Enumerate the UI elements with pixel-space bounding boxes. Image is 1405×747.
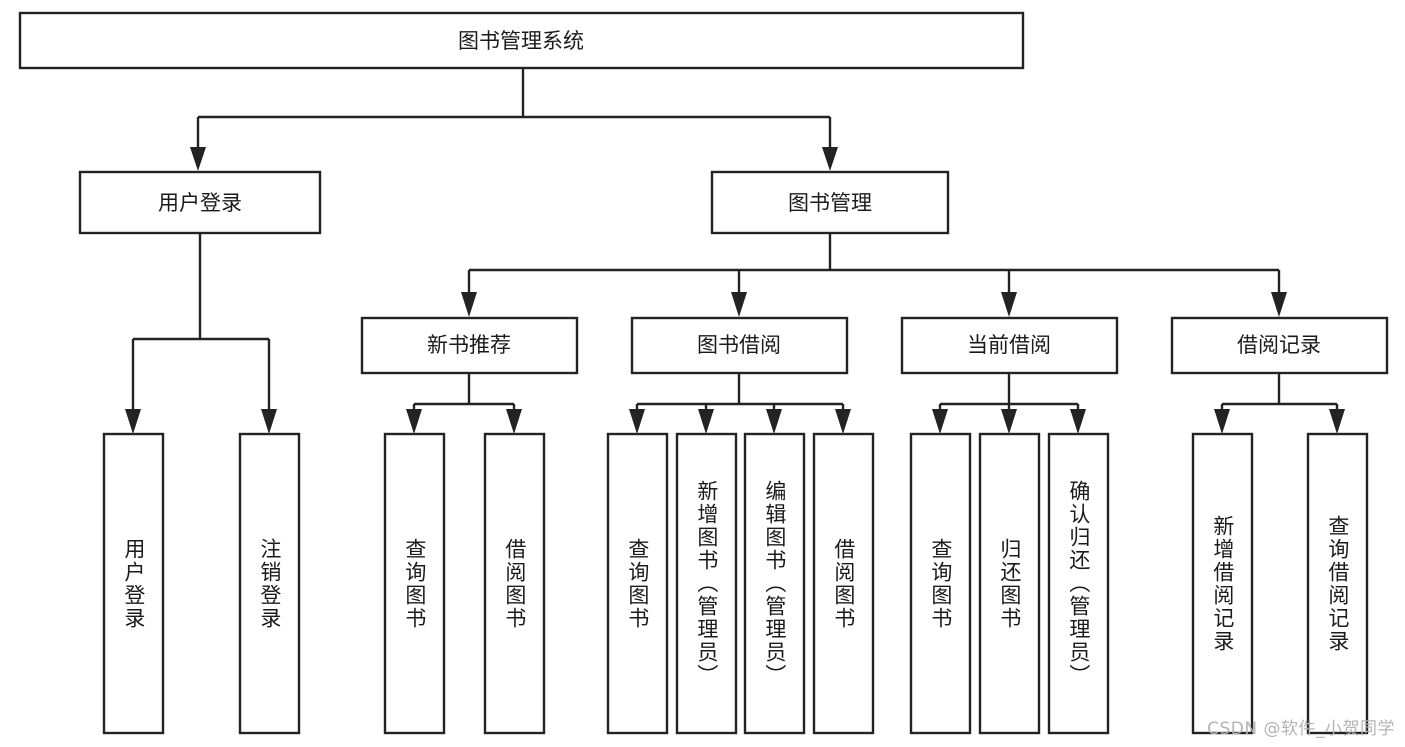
leaf-box-return-book[interactable] [978, 432, 1041, 735]
arrowhead-current-3 [1070, 409, 1086, 434]
node-borrow-record-label: 借阅记录 [1237, 333, 1321, 357]
leaf-box-query-book-2[interactable] [606, 432, 669, 735]
arrowhead-record-1 [1214, 409, 1230, 434]
arrowhead-borrow-4 [835, 409, 851, 434]
arrowhead-recommend-2 [506, 409, 522, 434]
leaf-box-add-book[interactable] [675, 432, 738, 735]
node-current-borrow-label: 当前借阅 [967, 333, 1051, 357]
arrowhead-current-2 [1001, 409, 1017, 434]
arrowhead-userlogin-1 [125, 409, 141, 434]
leaf-box-query-record[interactable] [1306, 432, 1369, 735]
arrowhead-userlogin-2 [261, 409, 277, 434]
arrowhead-level2-2 [822, 147, 838, 171]
node-user-login-label: 用户登录 [158, 191, 242, 215]
node-book-borrow-label: 图书借阅 [697, 333, 781, 357]
watermark-text: CSDN @软件_小贺同学 [1207, 719, 1395, 739]
node-root-box[interactable] [18, 11, 1025, 70]
leaf-box-user-login[interactable] [102, 432, 165, 735]
node-new-book-recommend-box[interactable] [360, 316, 579, 375]
node-book-manage-box[interactable] [710, 170, 950, 235]
arrowhead-level2-1 [190, 147, 206, 171]
leaf-box-add-record[interactable] [1191, 432, 1254, 735]
arrowhead-borrow-2 [698, 409, 714, 434]
leaf-box-borrow-book-2[interactable] [812, 432, 875, 735]
arrowhead-level3-4 [1271, 292, 1287, 317]
arrowhead-borrow-1 [629, 409, 645, 434]
arrowhead-current-1 [932, 409, 948, 434]
leaf-box-borrow-book-1[interactable] [483, 432, 546, 735]
arrowhead-level3-1 [461, 292, 477, 317]
arrowhead-level3-3 [1001, 292, 1017, 317]
leaf-box-query-book-1[interactable] [383, 432, 446, 735]
leaf-box-edit-book[interactable] [743, 432, 806, 735]
arrowhead-recommend-1 [406, 409, 422, 434]
node-borrow-record-box[interactable] [1170, 316, 1389, 375]
node-root-label: 图书管理系统 [458, 29, 584, 53]
leaf-box-logout[interactable] [238, 432, 301, 735]
leaf-box-query-book-3[interactable] [909, 432, 972, 735]
leaf-box-confirm-return[interactable] [1047, 432, 1110, 735]
arrowhead-borrow-3 [766, 409, 782, 434]
node-current-borrow-box[interactable] [900, 316, 1119, 375]
node-new-book-recommend-label: 新书推荐 [427, 333, 511, 357]
node-book-manage-label: 图书管理 [788, 191, 872, 215]
arrowhead-level3-2 [731, 292, 747, 317]
arrowhead-record-2 [1329, 409, 1345, 434]
node-book-borrow-box[interactable] [630, 316, 849, 375]
